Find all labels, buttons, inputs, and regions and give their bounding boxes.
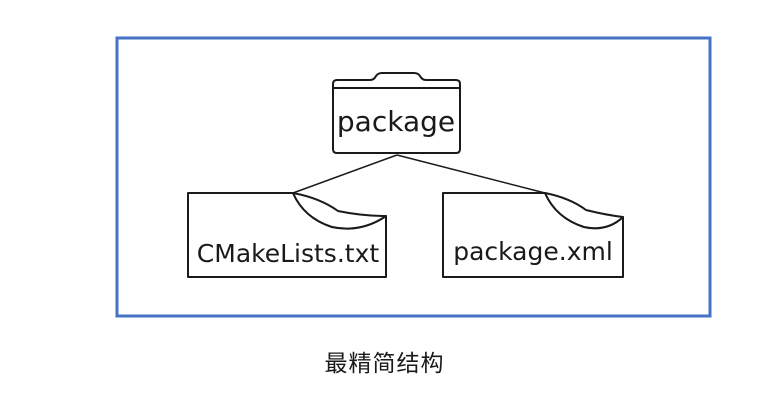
package-folder-label: package xyxy=(337,105,455,138)
package-xml-label: package.xml xyxy=(453,237,613,266)
package-xml-file-node: package.xml xyxy=(442,192,624,278)
connector-line-cmakelists xyxy=(292,154,398,194)
file-corner-fold xyxy=(292,192,387,230)
file-corner-fold xyxy=(544,192,624,230)
package-folder-node: package xyxy=(332,72,461,154)
diagram-frame xyxy=(115,36,712,318)
folder-icon xyxy=(332,72,461,154)
diagram-caption: 最精简结构 xyxy=(324,351,445,377)
connector-line-package-xml xyxy=(396,154,546,194)
cmakelists-file-node: CMakeLists.txt xyxy=(187,192,387,278)
cmakelists-label: CMakeLists.txt xyxy=(197,239,380,268)
